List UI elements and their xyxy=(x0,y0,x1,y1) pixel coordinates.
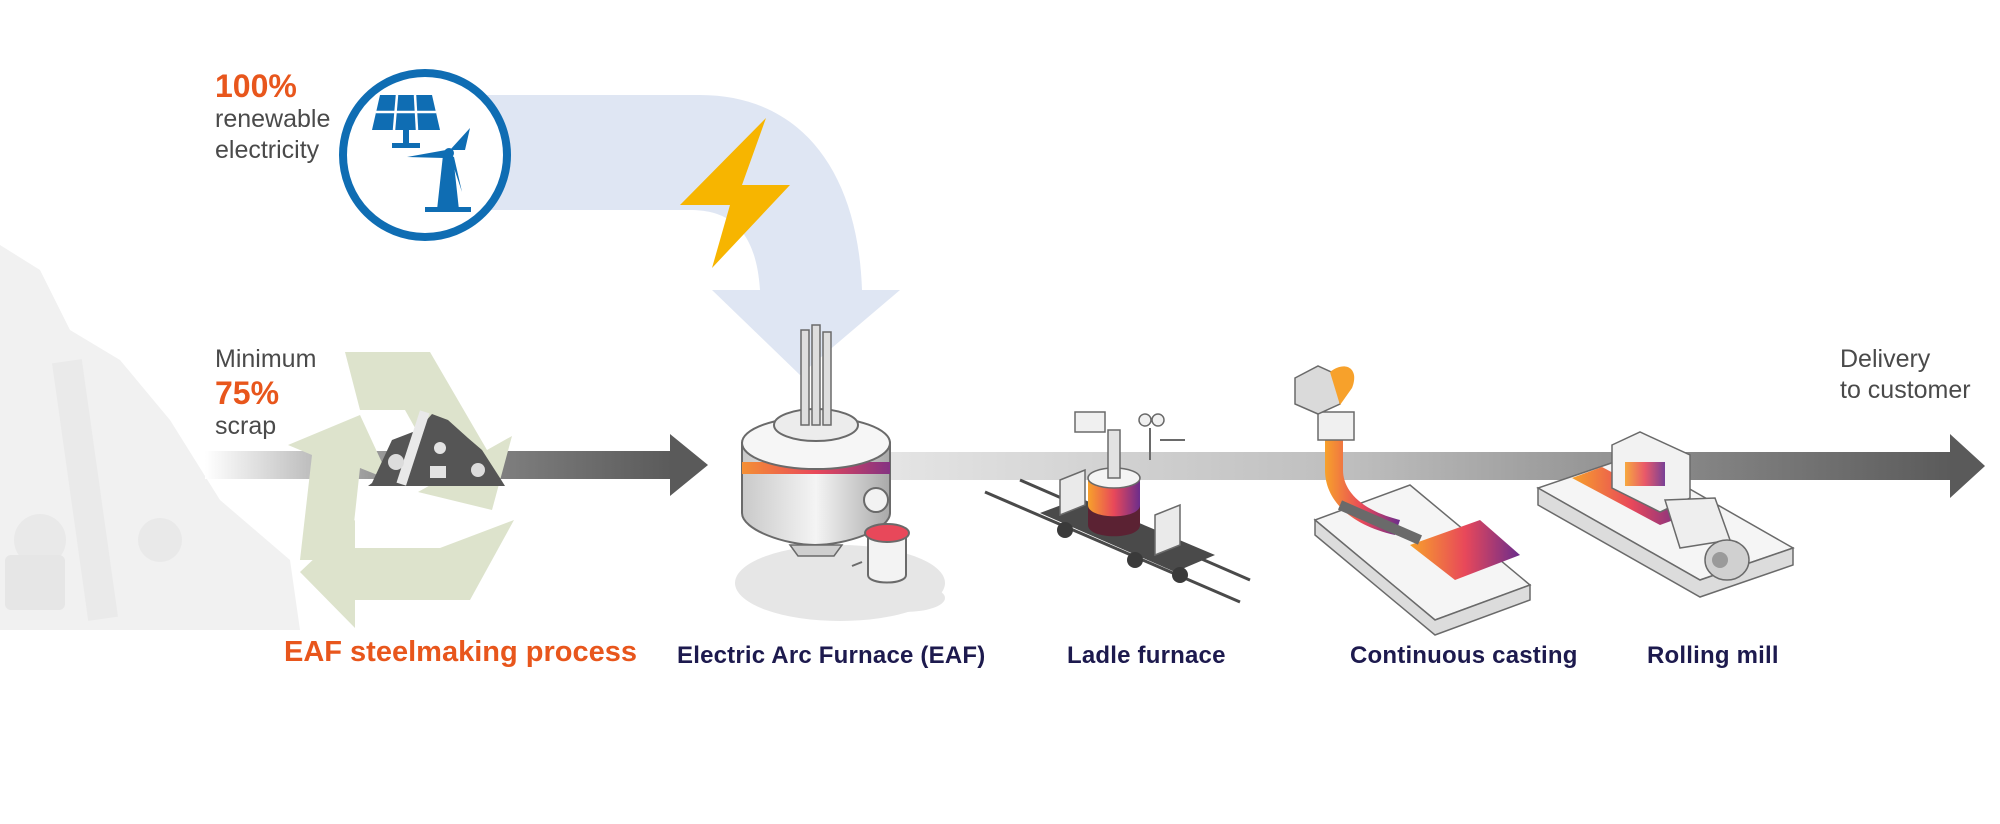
renewable-line1: renewable xyxy=(215,105,331,133)
step-label-rolling-mill: Rolling mill xyxy=(1647,642,1779,669)
renewable-percent: 100% xyxy=(215,68,297,104)
solar-panel-icon xyxy=(372,94,440,148)
wind-turbine-icon xyxy=(407,128,471,212)
delivery-line2: to customer xyxy=(1840,376,1971,404)
background-scrap-art xyxy=(0,245,300,630)
lightning-bolt-icon xyxy=(680,118,790,268)
process-title: EAF steelmaking process xyxy=(284,636,637,668)
step-label-eaf: Electric Arc Furnace (EAF) xyxy=(677,642,986,669)
scrap-pile-icon xyxy=(368,410,505,486)
continuous-casting-illustration xyxy=(1294,365,1532,636)
ladle-furnace-illustration xyxy=(984,411,1251,604)
recycle-icon xyxy=(288,352,514,628)
eaf-furnace-illustration xyxy=(735,324,945,621)
process-flow-arrow xyxy=(870,434,1985,498)
renewable-label: 100% renewable electricity xyxy=(215,68,330,166)
rolling-mill-illustration xyxy=(1536,431,1795,598)
delivery-line1: Delivery xyxy=(1840,345,1931,373)
scrap-percent: 75% xyxy=(215,375,280,411)
scrap-suffix: scrap xyxy=(215,412,277,440)
step-label-ladle-furnace: Ladle furnace xyxy=(1067,642,1226,669)
step-label-continuous-casting: Continuous casting xyxy=(1350,642,1578,669)
energy-flow-arrow xyxy=(440,95,900,375)
delivery-label: Delivery to customer xyxy=(1840,344,1971,406)
scrap-prefix: Minimum xyxy=(215,345,317,373)
renewable-line2: electricity xyxy=(215,136,320,164)
renewable-energy-badge xyxy=(339,69,511,241)
scrap-label: Minimum 75% scrap xyxy=(215,344,316,442)
